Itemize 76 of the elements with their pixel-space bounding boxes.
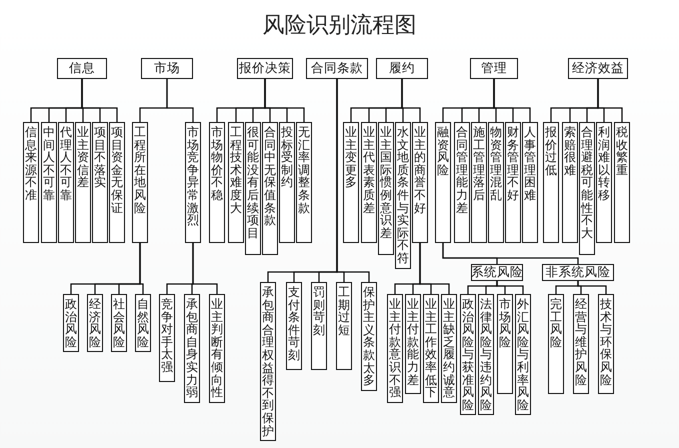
risk-box: 市场竞争异常激烈 — [185, 122, 201, 243]
risk-box: 完工风险 — [548, 294, 564, 394]
risk-box: 业主资信差 — [75, 122, 91, 243]
risk-box: 罚则苛刻 — [311, 282, 327, 370]
category-box: 非系统风险 — [542, 264, 614, 281]
category-box: 履约 — [376, 58, 428, 79]
risk-box: 业主判断有倾向性 — [209, 294, 225, 403]
risk-box: 法律风险与违约风险 — [478, 294, 494, 416]
risk-box: 合同管理能力差 — [454, 122, 470, 243]
connector-line — [493, 79, 531, 122]
risk-box: 水文地质条件与实际不符 — [395, 122, 411, 269]
risk-box: 业主代表素质差 — [361, 122, 377, 243]
risk-box: 合理避税可能性不大 — [579, 122, 595, 255]
risk-box: 代理人不可靠 — [58, 122, 74, 243]
risk-box: 支付条件苛刻 — [286, 282, 302, 370]
category-box: 合同条款 — [306, 58, 368, 79]
connector-line — [81, 79, 118, 122]
risk-box: 经营与维护风险 — [573, 294, 589, 394]
connector-line — [597, 79, 623, 122]
risk-box: 工程技术难度大 — [228, 122, 244, 243]
risk-box: 很可能没有后续项目 — [245, 122, 261, 255]
risk-box: 市场物价不稳 — [209, 122, 225, 243]
risk-box: 市场风险 — [497, 294, 513, 394]
risk-box: 无汇率调整条款 — [296, 122, 312, 243]
connector-line — [496, 281, 524, 294]
risk-box: 经济风险 — [87, 294, 103, 352]
risk-box: 技术与环保风险 — [598, 294, 614, 394]
risk-box: 索赔很难 — [562, 122, 578, 243]
risk-box: 利润难以转移 — [596, 122, 612, 243]
risk-box: 自然风险 — [135, 294, 151, 352]
risk-box: 合同中无保值条款 — [262, 122, 278, 255]
risk-box: 业主缺乏履约诚意 — [441, 294, 457, 403]
connector-line — [577, 281, 607, 294]
risk-box: 财务管理不好 — [505, 122, 521, 243]
connector-line — [139, 243, 144, 294]
category-box: 经济效益 — [568, 58, 628, 79]
risk-box: 承包商自身实力弱 — [184, 294, 200, 403]
risk-box: 业主变更多 — [343, 122, 359, 243]
risk-box: 人事管理困难 — [522, 122, 538, 243]
risk-box: 税收繁重 — [614, 122, 630, 243]
connector-line — [442, 243, 579, 264]
category-box: 市场 — [141, 58, 193, 79]
category-box: 信息 — [57, 58, 107, 79]
risk-box: 保护主义条款太多 — [361, 282, 377, 391]
risk-box: 项目资金无保证 — [109, 122, 125, 243]
risk-box: 业主的商誉不好 — [412, 122, 428, 243]
risk-box: 工期过短 — [336, 282, 352, 370]
risk-box: 业主国际惯例意识差 — [378, 122, 394, 255]
risk-box: 竞争对手太强 — [159, 294, 175, 382]
category-box: 管理 — [470, 58, 518, 79]
risk-box: 物资管理混乱 — [488, 122, 504, 243]
risk-box: 业主付款能力差 — [405, 294, 421, 394]
risk-box: 政治风险 — [63, 294, 79, 352]
risk-box: 融资风险 — [435, 122, 451, 243]
risk-box: 承包商合理权益得不到保护 — [260, 282, 276, 442]
risk-box: 工程所在地风险 — [132, 122, 148, 243]
risk-box: 报价过低 — [543, 122, 559, 243]
category-box: 报价决策 — [237, 58, 293, 79]
risk-box: 项目不落实 — [92, 122, 108, 243]
risk-box: 投标受制约 — [279, 122, 295, 243]
risk-box: 信息来源不准 — [23, 122, 39, 243]
risk-box: 业主付款意识不强 — [387, 294, 403, 403]
risk-box: 施工管理落后 — [471, 122, 487, 243]
diagram-title: 风险识别流程图 — [262, 12, 418, 40]
risk-box: 外汇风险与利率风险 — [515, 294, 531, 416]
connector-line — [401, 79, 421, 122]
connector-line — [264, 79, 305, 122]
connector-line — [336, 79, 370, 282]
category-box: 系统风险 — [471, 264, 523, 281]
risk-box: 中间人不可靠 — [41, 122, 57, 243]
risk-box: 社会风险 — [111, 294, 127, 352]
risk-box: 政治风险与获准风险 — [460, 294, 476, 416]
risk-box: 业主工作效率低下 — [423, 294, 439, 403]
connector-line — [192, 243, 218, 294]
connector-line — [166, 79, 194, 122]
connector-line — [419, 243, 450, 294]
